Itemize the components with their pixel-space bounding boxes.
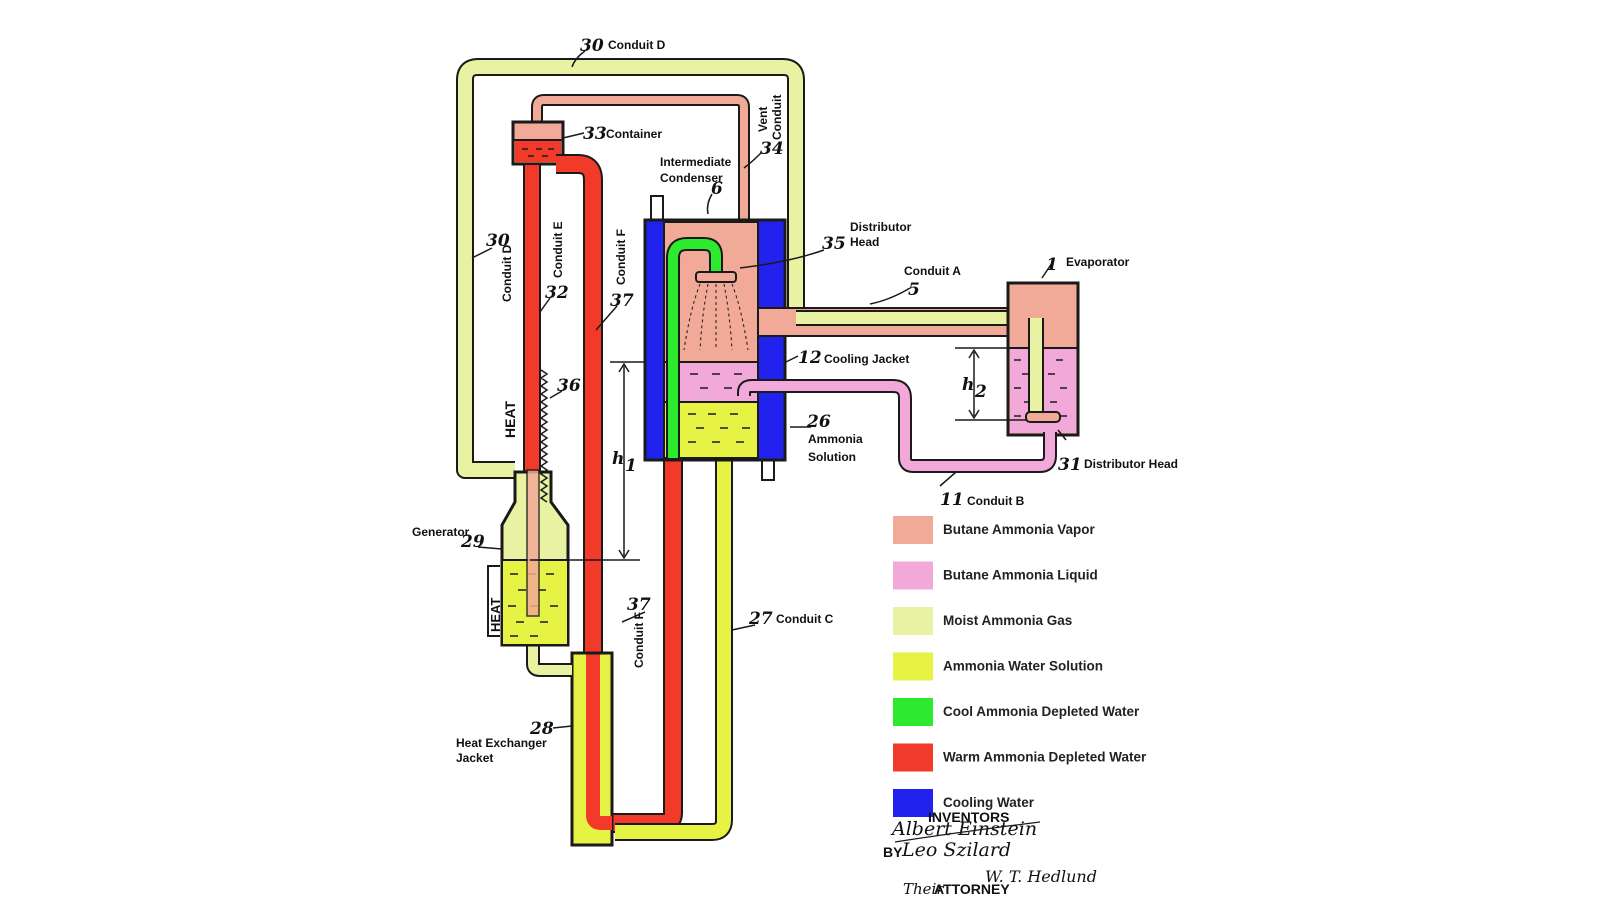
ref-30-side: 30 [486,231,510,251]
label-conduit-d-side: Conduit D [500,244,514,302]
legend-swatch [893,789,933,817]
h2-dimension [955,347,1026,421]
h1-label: h [612,449,624,469]
legend-item: Butane Ammonia Vapor [893,516,1096,544]
signature-block: INVENTORS BY Albert Einstein Leo Szilard… [883,809,1097,898]
legend-label: Cooling Water [943,795,1035,810]
legend-label: Ammonia Water Solution [943,659,1103,674]
h2-label: h [962,375,974,395]
attorney-label: ATTORNEY [934,881,1010,897]
legend-swatch [893,743,933,772]
label-container: Container [606,127,662,141]
legend-label: Butane Ammonia Vapor [943,522,1096,537]
label-conduit-e: Conduit E [551,221,565,278]
legend-label: Moist Ammonia Gas [943,613,1072,628]
legend-label: Warm Ammonia Depleted Water [943,750,1147,765]
ref-33: 33 [583,124,607,144]
ref-27: 27 [748,609,773,629]
label-conduit-f-lower: Conduit F [632,612,646,668]
signature-attorney: W. T. Hedlund [985,867,1097,886]
label-distributor-head-31: Distributor Head [1084,457,1178,471]
label-heat-exchanger: Heat Exchanger [456,736,547,750]
label-evaporator: Evaporator [1066,255,1130,269]
legend-swatch [893,516,933,544]
label-condenser: Condenser [660,171,723,185]
label-distributor-head: Head [850,235,879,249]
label-vent: Vent [756,107,770,132]
label-conduit-c: Conduit C [776,612,834,626]
heat-label-upper: HEAT [502,400,518,438]
signature-szilard: Leo Szilard [901,839,1011,861]
signature-einstein: Albert Einstein [890,818,1037,840]
legend-item: Ammonia Water Solution [893,652,1103,681]
legend-swatch [893,561,933,590]
heating-coil-36 [539,369,549,503]
inventors-label: INVENTORS [928,809,1009,825]
ref-34: 34 [760,139,784,159]
legend-swatch [893,607,933,635]
pipe-stub-top [650,195,664,223]
legend-swatch [893,652,933,681]
h1-dimension [530,361,645,561]
heat-label-lower: HEAT [488,598,503,632]
ref-28: 28 [529,719,554,739]
ref-37-lower: 37 [627,595,651,615]
ref-1: 1 [1046,255,1058,275]
label-conduit-f-upper: Conduit F [614,229,628,285]
distributor-head-35 [695,271,737,283]
ref-29: 29 [460,532,485,552]
label-ammonia: Ammonia [808,432,863,446]
ref-12: 12 [798,348,822,368]
label-jacket: Jacket [456,751,493,765]
label-conduit-b: Conduit B [967,494,1025,508]
ref-5: 5 [908,280,920,300]
label-distributor: Distributor [850,220,912,234]
label-intermediate: Intermediate [660,155,732,169]
ref-26: 26 [806,412,831,432]
ref-37-upper: 37 [610,291,634,311]
ref-35: 35 [822,234,846,254]
leader-lines [471,50,1067,729]
legend-label: Butane Ammonia Liquid [943,568,1098,583]
label-conduit-a: Conduit A [904,264,961,278]
h2-subscript: 2 [974,382,987,402]
attorney-prefix: Their [903,880,944,898]
legend-item: Cool Ammonia Depleted Water [893,698,1140,726]
label-solution: Solution [808,450,856,464]
legend-swatch [893,698,933,726]
by-label: BY [883,844,903,860]
legend-item: Butane Ammonia Liquid [893,561,1098,590]
label-conduit-d-top: Conduit D [608,38,666,52]
ref-11: 11 [940,490,964,510]
ref-36: 36 [557,376,581,396]
legend-item: Warm Ammonia Depleted Water [893,743,1147,772]
ref-6: 6 [711,179,723,199]
legend-label: Cool Ammonia Depleted Water [943,704,1140,719]
h1-subscript: 1 [625,456,637,476]
distributor-head-31 [1025,411,1061,423]
label-cooling-jacket: Cooling Jacket [824,352,909,366]
ref-30-top: 30 [580,36,604,56]
label-vent-conduit: Conduit [770,95,784,140]
legend-item: Cooling Water [893,789,1035,817]
ref-32: 32 [545,283,569,303]
ref-31: 31 [1058,455,1082,475]
legend-item: Moist Ammonia Gas [893,607,1072,635]
conduit-b [737,379,1057,473]
label-generator: Generator [412,525,470,539]
